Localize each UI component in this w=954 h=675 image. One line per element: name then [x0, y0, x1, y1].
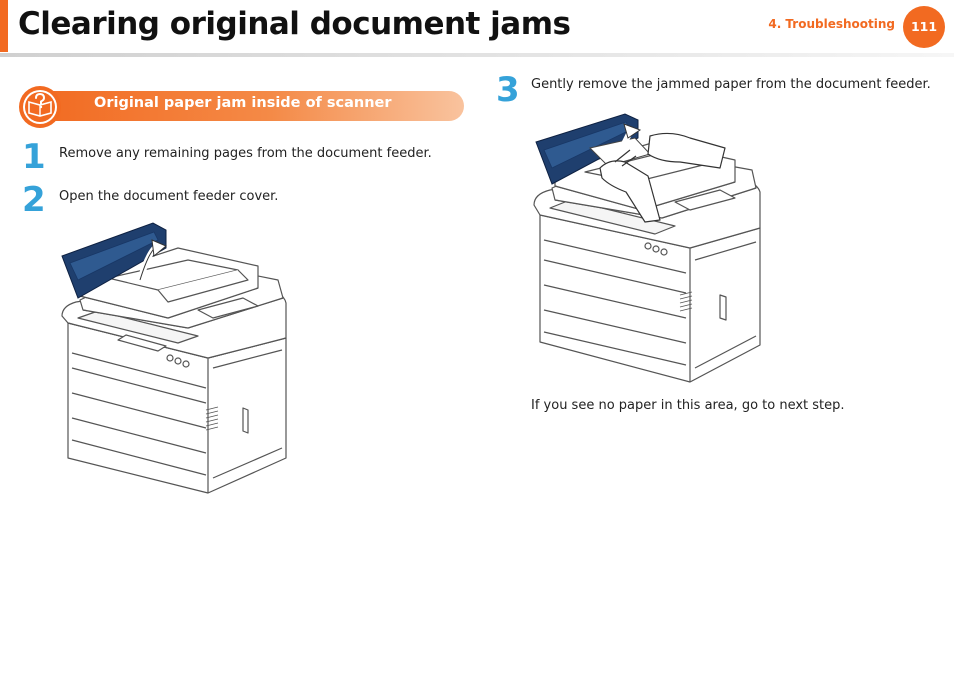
page-number-badge: 111 [903, 6, 945, 48]
step-2-text: Open the document feeder cover. [59, 189, 279, 204]
page-title: Clearing original document jams [18, 6, 571, 42]
step-1-text: Remove any remaining pages from the docu… [59, 146, 432, 161]
chapter-link[interactable]: 4. Troubleshooting [768, 17, 895, 31]
step-3-number: 3 [496, 70, 520, 110]
help-book-icon [19, 86, 61, 128]
section-title: Original paper jam inside of scanner [94, 95, 392, 111]
remove-jammed-paper-illustration [533, 113, 761, 383]
header-divider [0, 53, 954, 57]
section-heading: Original paper jam inside of scanner [18, 85, 464, 128]
header-accent-bar [0, 0, 8, 52]
note-text: If you see no paper in this area, go to … [531, 398, 845, 413]
step-2-number: 2 [22, 180, 46, 220]
step-3-text: Gently remove the jammed paper from the … [531, 77, 931, 92]
step-1-number: 1 [22, 137, 46, 177]
printer-cover-open-illustration [61, 222, 287, 494]
section-heading-bar [36, 91, 464, 121]
